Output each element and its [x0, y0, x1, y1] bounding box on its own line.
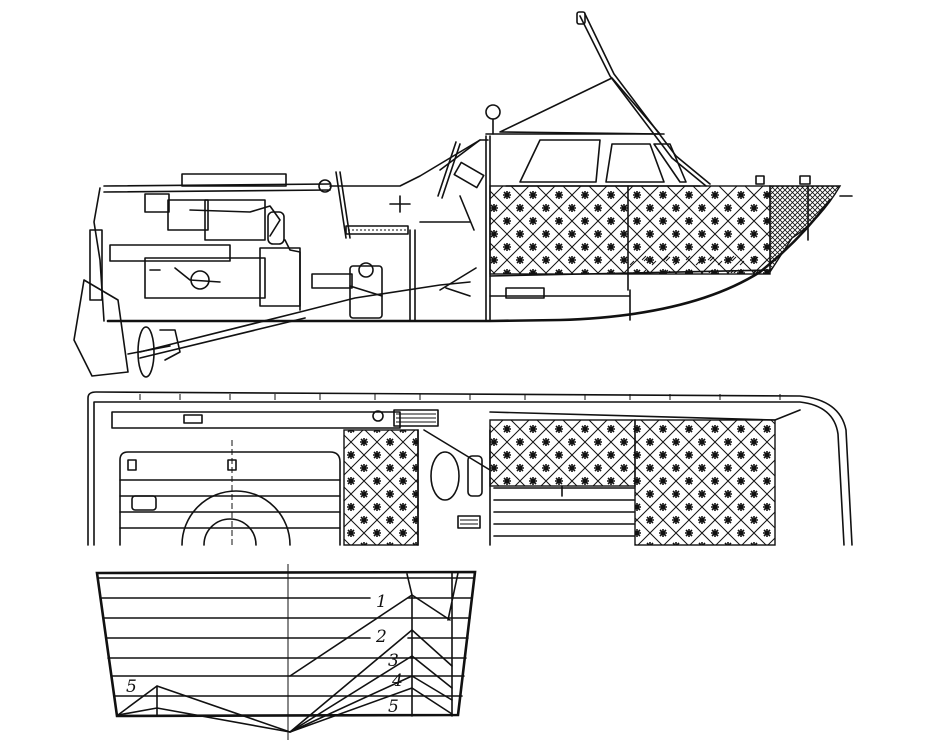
propeller	[127, 326, 181, 378]
side-elevation-view	[73, 11, 853, 378]
windshield	[485, 11, 711, 187]
seat-cushion-plan	[343, 429, 419, 546]
section-2	[289, 629, 453, 733]
plan-deck-outline	[87, 391, 853, 546]
label-1: 1	[376, 592, 387, 612]
section-5-left	[117, 685, 291, 733]
steering-wheel-plan	[430, 451, 460, 501]
rudder	[73, 279, 129, 377]
section-1	[289, 594, 451, 677]
body-plan-frame	[95, 570, 477, 718]
searchlight	[485, 104, 501, 120]
cabin-cushion-berth	[634, 419, 776, 546]
cabin	[485, 133, 771, 322]
cockpit-coaming	[329, 139, 489, 187]
body-plan-view: 1 2 3 4 5 5	[95, 564, 477, 740]
label-4: 4	[391, 671, 403, 691]
seat	[335, 171, 411, 239]
deck-rivets	[139, 394, 781, 400]
section-3	[289, 655, 453, 733]
rear-cockpit	[119, 440, 341, 546]
aft-deck-rail	[103, 183, 331, 193]
gearbox	[311, 262, 383, 319]
throttle-lever	[439, 267, 477, 297]
cabin-floor	[493, 485, 635, 537]
bow-locker	[755, 175, 853, 275]
hull-keel-line	[106, 198, 832, 323]
engine-hatch	[181, 173, 287, 187]
section-labels: 1 2 3 4 5 5	[126, 592, 403, 717]
console-plan	[417, 429, 491, 546]
label-3: 3	[388, 651, 399, 671]
cabin-cushion-front	[489, 419, 636, 487]
bulkhead	[409, 229, 416, 322]
engine	[89, 193, 301, 311]
shaft-tube	[139, 317, 306, 359]
cabin-window-2	[605, 143, 665, 183]
label-5-left: 5	[126, 677, 137, 697]
section-4	[289, 675, 453, 733]
label-2: 2	[375, 627, 387, 647]
drive-shaft	[139, 281, 471, 353]
station-sections	[117, 572, 459, 733]
section-5-right	[289, 687, 453, 733]
label-5-right: 5	[388, 697, 399, 717]
plan-view	[87, 391, 853, 546]
cabin-window-3	[653, 143, 687, 183]
waterlines	[97, 577, 475, 697]
steering	[419, 139, 485, 231]
cabin-window-1	[519, 139, 601, 183]
